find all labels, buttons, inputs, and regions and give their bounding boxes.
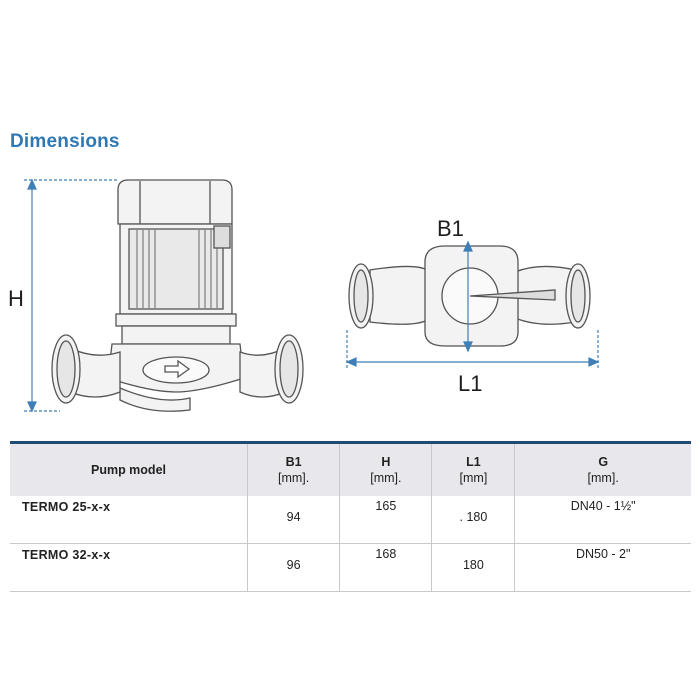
page-title: Dimensions bbox=[10, 131, 120, 152]
dimension-b1-label: B1 bbox=[437, 216, 464, 241]
dimension-l1-label: L1 bbox=[458, 371, 482, 396]
dimension-l1 bbox=[345, 330, 600, 368]
dimension-b1 bbox=[463, 240, 473, 353]
g-cell: DN40 - 1½" bbox=[514, 496, 691, 544]
h-cell: 168 bbox=[339, 543, 433, 592]
dimensions-table: Pump model B1 [mm]. H [mm]. L1 [mm] G [m… bbox=[10, 441, 691, 592]
b1-cell: 94 bbox=[247, 496, 341, 544]
dimension-h-label: H bbox=[8, 286, 24, 311]
column-header-g: G [mm]. bbox=[514, 444, 691, 496]
table-row: TERMO 25-x-x 94 165 . 180 DN40 - 1½" bbox=[10, 496, 691, 544]
pump-top-view bbox=[348, 245, 591, 347]
l1-cell: 180 bbox=[431, 543, 516, 592]
model-cell: TERMO 32-x-x bbox=[10, 543, 248, 592]
dimension-h bbox=[24, 178, 118, 413]
column-header-h: H [mm]. bbox=[339, 444, 433, 496]
h-cell: 165 bbox=[339, 496, 433, 544]
pump-side-view bbox=[51, 179, 304, 412]
column-header-l1: L1 [mm] bbox=[431, 444, 516, 496]
model-cell: TERMO 25-x-x bbox=[10, 496, 248, 544]
l1-cell: . 180 bbox=[431, 496, 516, 544]
b1-cell: 96 bbox=[247, 543, 341, 592]
column-header-pump-model: Pump model bbox=[10, 444, 248, 496]
g-cell: DN50 - 2" bbox=[514, 543, 691, 592]
pump-dimension-drawing: H B1 L1 bbox=[8, 178, 600, 413]
column-header-b1: B1 [mm]. bbox=[247, 444, 341, 496]
table-row: TERMO 32-x-x 96 168 180 DN50 - 2" bbox=[10, 543, 691, 592]
table-header-row: Pump model B1 [mm]. H [mm]. L1 [mm] G [m… bbox=[10, 444, 691, 496]
